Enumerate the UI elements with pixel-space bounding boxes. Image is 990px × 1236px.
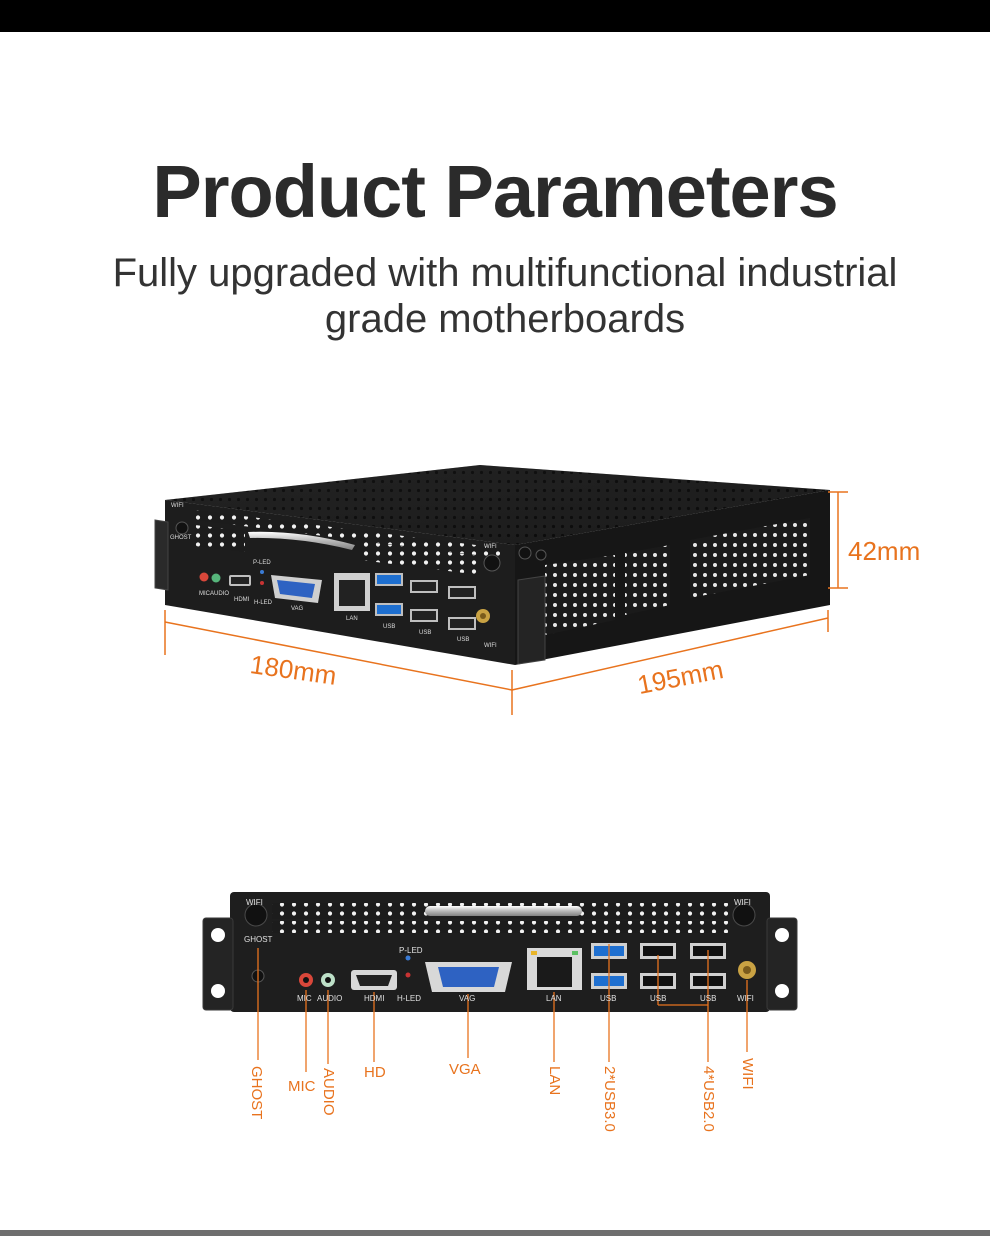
callout-mic: MIC <box>288 1078 316 1095</box>
iso-label-p-led: P-LED <box>253 560 271 566</box>
callout-lines <box>257 944 748 1072</box>
callout-usb3: 2*USB3.0 <box>601 1066 618 1132</box>
iso-label-hdmi: HDMI <box>234 597 250 603</box>
page-title: Product Parameters <box>152 150 838 233</box>
front-label-wifi-right: WIFI <box>734 898 751 907</box>
iso-label-usb1: USB <box>383 624 396 630</box>
front-label-usb3: USB <box>700 994 717 1003</box>
front-label-hdmi: HDMI <box>364 994 385 1003</box>
callout-lan: LAN <box>546 1066 563 1096</box>
bottom-bar <box>0 1230 990 1236</box>
callout-vga: VGA <box>449 1061 481 1078</box>
iso-label-wifi-left: WIFI <box>171 503 184 509</box>
iso-label-lan: LAN <box>346 616 358 622</box>
front-label-h-led: H-LED <box>397 994 422 1003</box>
callout-audio: AUDIO <box>320 1068 337 1116</box>
dimension-height-label: 42mm <box>848 536 921 566</box>
left-bracket <box>202 917 234 1011</box>
front-label-usb1: USB <box>600 994 617 1003</box>
handle-bar <box>425 906 582 916</box>
front-label-p-led: P-LED <box>399 946 423 955</box>
iso-label-wifi-right: WIFI <box>484 643 497 649</box>
page-subtitle: Fully upgraded with multifunctional indu… <box>112 251 898 341</box>
iso-label-vag: VAG <box>291 606 304 612</box>
front-label-vag: VAG <box>459 994 476 1003</box>
dimension-lines <box>164 491 848 715</box>
front-label-wifi-port: WIFI <box>737 994 754 1003</box>
top-bar <box>0 0 990 32</box>
iso-label-ghost: GHOST <box>170 535 192 541</box>
iso-label-h-led: H-LED <box>254 600 273 606</box>
callout-ghost: GHOST <box>248 1066 265 1120</box>
iso-label-usb3: USB <box>457 637 470 643</box>
right-bracket <box>766 917 798 1011</box>
iso-label-audio: AUDIO <box>210 591 230 597</box>
front-label-audio: AUDIO <box>317 994 343 1003</box>
front-label-usb2: USB <box>650 994 667 1003</box>
callout-wifi: WIFI <box>739 1058 756 1090</box>
iso-label-wifi-mid: WIFI <box>484 544 497 550</box>
iso-label-usb2: USB <box>419 630 432 636</box>
callout-usb2: 4*USB2.0 <box>700 1066 717 1132</box>
front-label-ghost: GHOST <box>244 935 273 944</box>
front-label-lan: LAN <box>546 994 562 1003</box>
front-label-mic: MIC <box>297 994 312 1003</box>
iso-label-mic: MIC <box>199 591 210 597</box>
callout-hd: HD <box>364 1064 386 1081</box>
front-label-wifi-left: WIFI <box>246 898 263 907</box>
